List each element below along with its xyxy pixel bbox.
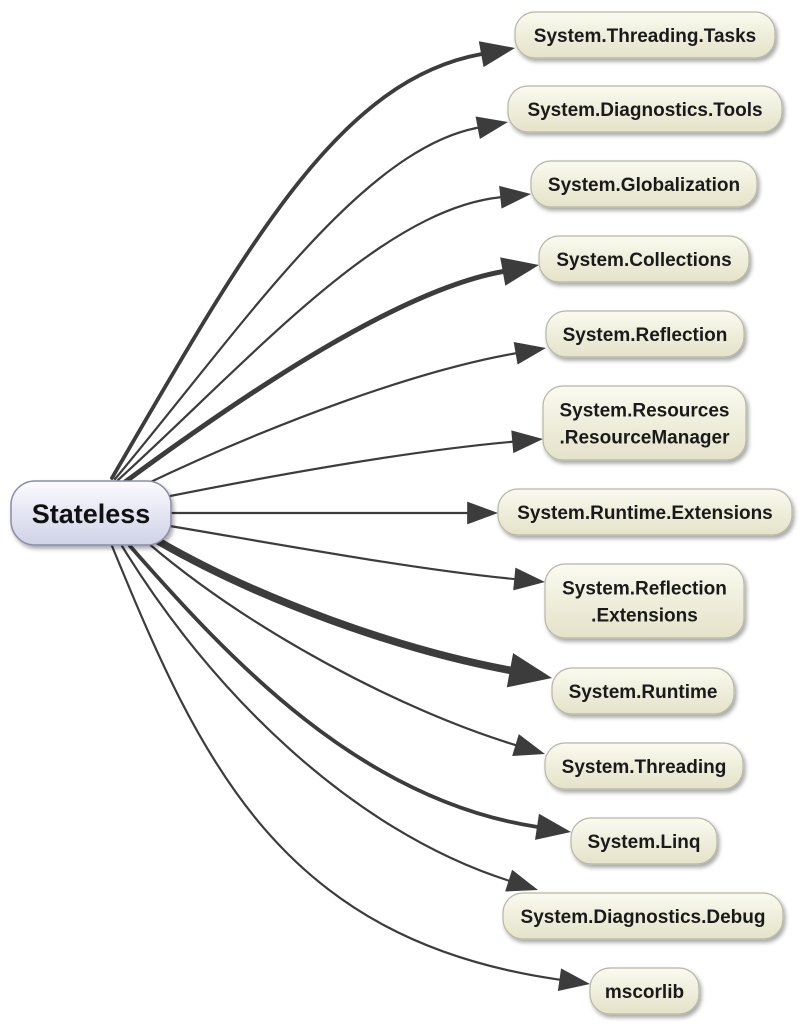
edge-arrowhead-diag-tools <box>475 116 508 139</box>
node-label-collections: System.Collections <box>556 250 731 271</box>
edge-line-resources <box>158 440 514 500</box>
edge-mscorlib <box>110 544 590 991</box>
node-label-diag-tools: System.Diagnostics.Tools <box>527 100 762 121</box>
node-label-mscorlib: mscorlib <box>605 982 684 1003</box>
edge-arrowhead-tasks <box>478 41 515 68</box>
edge-line-reflection <box>138 352 517 489</box>
edge-line-runtime <box>154 537 514 675</box>
node-threading[interactable]: System.Threading <box>544 742 744 790</box>
edge-arrowhead-reflection <box>513 342 546 365</box>
edge-line-threading <box>146 541 517 747</box>
node-diag-debug[interactable]: System.Diagnostics.Debug <box>502 892 784 940</box>
root-node-box[interactable] <box>10 480 172 546</box>
edge-line-mscorlib <box>110 544 561 981</box>
node-box-linq[interactable] <box>570 817 718 865</box>
node-label-reflection-ext-2: .Extensions <box>591 606 698 627</box>
node-box-diag-tools[interactable] <box>507 85 783 133</box>
node-label-resources-1: System.Resources <box>559 401 729 422</box>
node-reflection[interactable]: System.Reflection <box>545 310 745 358</box>
node-linq[interactable]: System.Linq <box>570 817 718 865</box>
node-runtime[interactable]: System.Runtime <box>551 667 735 715</box>
edge-tasks <box>110 41 515 480</box>
edge-runtime-ext <box>170 501 498 525</box>
node-label-tasks: System.Threading.Tasks <box>534 26 756 47</box>
node-mscorlib[interactable]: mscorlib <box>589 967 700 1015</box>
node-box-resources[interactable] <box>542 385 747 461</box>
node-box-reflection-ext[interactable] <box>544 563 745 639</box>
node-box-mscorlib[interactable] <box>589 967 700 1015</box>
node-box-runtime-ext[interactable] <box>497 488 793 536</box>
edge-arrowhead-runtime <box>506 653 552 688</box>
edge-line-globalization <box>116 196 502 482</box>
edge-arrowhead-resources <box>511 430 543 454</box>
node-reflection-ext[interactable]: System.Reflection .Extensions <box>544 563 745 639</box>
edge-diag-tools <box>113 116 508 481</box>
edge-runtime <box>154 537 552 688</box>
edge-line-tasks <box>110 52 484 480</box>
node-box-runtime[interactable] <box>551 667 735 715</box>
edge-line-diag-tools <box>113 126 479 481</box>
node-label-runtime: System.Runtime <box>569 682 718 703</box>
node-tasks[interactable]: System.Threading.Tasks <box>514 11 776 59</box>
edge-line-reflection-ext <box>168 524 516 581</box>
edge-arrowhead-threading <box>512 734 545 756</box>
edge-arrowhead-runtime-ext <box>467 501 498 525</box>
node-box-diag-debug[interactable] <box>502 892 784 940</box>
edge-reflection-ext <box>168 524 545 591</box>
node-label-resources-2: .ResourceManager <box>559 428 730 449</box>
root-node-label: Stateless <box>32 499 151 529</box>
edge-collections <box>122 257 539 485</box>
edge-reflection <box>138 342 546 489</box>
node-label-diag-debug: System.Diagnostics.Debug <box>521 907 766 928</box>
nodes-layer: System.Threading.TasksSystem.Diagnostics… <box>497 11 793 1015</box>
node-box-collections[interactable] <box>538 235 750 283</box>
edge-globalization <box>116 185 531 482</box>
edge-arrowhead-collections <box>500 257 539 286</box>
node-label-threading: System.Threading <box>562 757 727 778</box>
node-diag-tools[interactable]: System.Diagnostics.Tools <box>507 85 783 133</box>
edge-line-collections <box>122 269 506 485</box>
node-globalization[interactable]: System.Globalization <box>530 160 758 208</box>
node-label-reflection-ext-1: System.Reflection <box>562 579 727 600</box>
node-label-linq: System.Linq <box>588 832 701 853</box>
edge-arrowhead-linq <box>535 813 571 840</box>
root-node[interactable]: Stateless <box>10 480 172 546</box>
edge-arrowhead-mscorlib <box>557 968 590 991</box>
edges-layer <box>110 41 590 991</box>
edge-arrowhead-reflection-ext <box>513 567 545 591</box>
node-runtime-ext[interactable]: System.Runtime.Extensions <box>497 488 793 536</box>
node-collections[interactable]: System.Collections <box>538 235 750 283</box>
edge-line-linq <box>128 544 539 829</box>
edge-line-diag-debug <box>120 544 510 882</box>
node-box-tasks[interactable] <box>514 11 776 59</box>
node-box-globalization[interactable] <box>530 160 758 208</box>
node-label-reflection: System.Reflection <box>563 325 728 346</box>
edge-arrowhead-globalization <box>499 185 531 209</box>
edge-diag-debug <box>120 544 538 892</box>
edge-linq <box>128 544 571 840</box>
node-label-globalization: System.Globalization <box>548 175 740 196</box>
edge-arrowhead-diag-debug <box>505 869 538 892</box>
node-label-runtime-ext: System.Runtime.Extensions <box>517 503 773 524</box>
node-box-threading[interactable] <box>544 742 744 790</box>
edge-resources <box>158 430 543 500</box>
edge-threading <box>146 541 545 756</box>
node-resources[interactable]: System.Resources .ResourceManager <box>542 385 747 461</box>
node-box-reflection[interactable] <box>545 310 745 358</box>
